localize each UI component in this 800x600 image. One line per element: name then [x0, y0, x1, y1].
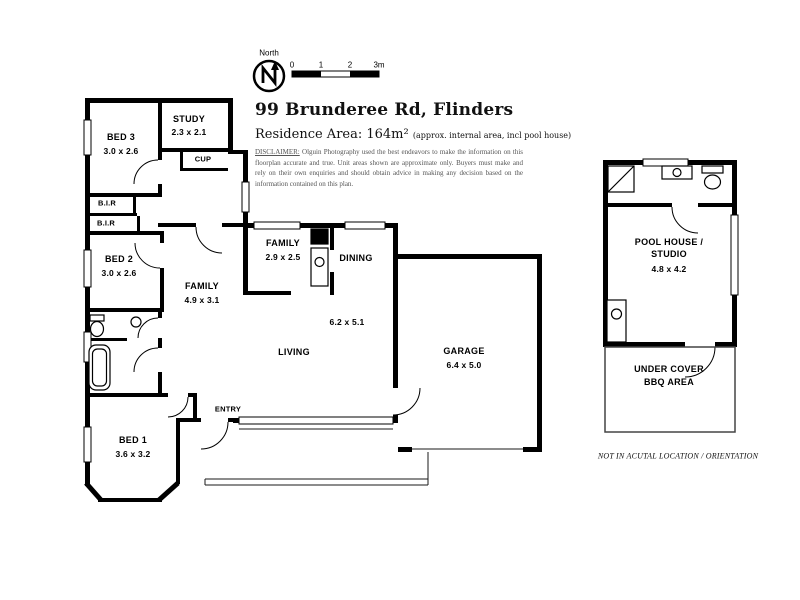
page-title: 99 Brunderee Rd, Flinders — [255, 100, 514, 120]
pool-house-walls — [603, 160, 737, 347]
compass-label: North — [259, 48, 279, 58]
bathtub-icon — [88, 344, 111, 391]
room-label-dining: DINING — [339, 253, 373, 263]
room-dims-study: 2.3 x 2.1 — [171, 127, 207, 137]
kitchen-bench-icon — [310, 228, 329, 287]
scale-tick-3: 3m — [373, 60, 385, 70]
door-arcs — [133, 159, 716, 450]
room-dims-family-small: 2.9 x 2.5 — [265, 252, 301, 262]
room-dims-bed1: 3.6 x 3.2 — [115, 449, 151, 459]
room-label-study: STUDY — [172, 114, 206, 124]
room-label-family-large: FAMILY — [185, 281, 219, 291]
disclaimer-text: Olguin Photography used the best endeavo… — [255, 148, 523, 188]
room-dims-garage: 6.4 x 5.0 — [446, 360, 482, 370]
residence-area-note: (approx. internal area, incl pool house) — [412, 131, 572, 140]
orientation-footnote: NOT IN ACUTAL LOCATION / ORIENTATION — [597, 451, 759, 461]
shower-icon — [607, 165, 635, 193]
room-dims-family-large: 4.9 x 3.1 — [184, 295, 220, 305]
pool-house-fixtures — [606, 165, 724, 343]
residence-area-label: Residence Area: 164m² — [255, 127, 409, 142]
deck-lines — [204, 428, 523, 486]
room-label-living: LIVING — [278, 347, 310, 357]
room-dims-bed2: 3.0 x 2.6 — [101, 268, 137, 278]
toilet-icon — [89, 314, 105, 338]
main-house-walls — [84, 98, 542, 502]
residence-area-line: Residence Area: 164m² (approx. internal … — [255, 127, 571, 142]
disclaimer-label: DISCLAIMER: — [255, 148, 300, 156]
bbq-outline — [604, 346, 736, 433]
room-label-bbq-line2: BBQ AREA — [643, 377, 695, 387]
scale-tick-1: 1 — [318, 60, 324, 70]
room-label-cup: CUP — [194, 154, 212, 164]
basin-icon — [130, 316, 142, 328]
room-label-bed1: BED 1 — [118, 435, 148, 445]
scale-tick-2: 2 — [347, 60, 353, 70]
room-label-garage: GARAGE — [443, 346, 485, 356]
room-label-bir-top: B.I.R — [97, 198, 117, 208]
toilet-icon — [701, 165, 724, 190]
room-label-bbq-line1: UNDER COVER — [634, 364, 704, 374]
scale-bar-icon — [291, 70, 380, 78]
fixtures — [88, 228, 329, 391]
room-dims-living: 6.2 x 5.1 — [329, 317, 365, 327]
room-label-bed3: BED 3 — [106, 132, 136, 142]
room-dims-pool-house: 4.8 x 4.2 — [651, 264, 687, 274]
room-label-entry: ENTRY — [214, 404, 242, 414]
scale-tick-0: 0 — [289, 60, 295, 70]
room-label-bir-bottom: B.I.R — [96, 218, 116, 228]
vanity-icon — [661, 165, 693, 180]
room-label-family-small: FAMILY — [266, 238, 300, 248]
room-label-bed2: BED 2 — [104, 254, 134, 264]
north-compass-icon — [252, 59, 286, 93]
room-dims-bed3: 3.0 x 2.6 — [103, 146, 139, 156]
disclaimer: DISCLAIMER: Olguin Photography used the … — [255, 147, 523, 189]
room-label-pool-house-line1: POOL HOUSE / — [634, 237, 704, 247]
windows — [83, 119, 739, 463]
room-label-pool-house-line2: STUDIO — [651, 249, 687, 259]
kitchenette-icon — [606, 299, 627, 343]
